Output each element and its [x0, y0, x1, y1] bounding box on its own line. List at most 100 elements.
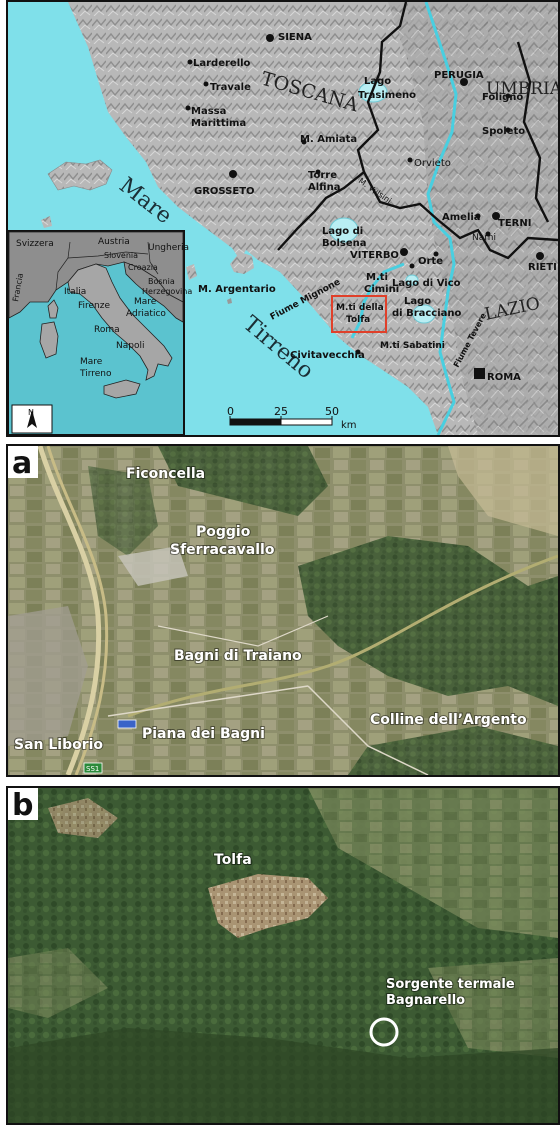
apennine-relief	[388, 2, 558, 435]
label-massa-1: Massa	[191, 106, 226, 117]
city-markers	[185, 34, 544, 355]
label-lago-bracciano-1: Lago	[404, 296, 431, 307]
scale-unit: km	[341, 420, 357, 431]
label-alfina: Alfina	[308, 182, 340, 193]
label-amiata: M. Amiata	[300, 134, 357, 145]
label-sorgente-2: Bagnarello	[386, 993, 465, 1008]
label-lago-bracciano-2: di Bracciano	[392, 308, 462, 319]
river-tevere	[424, 2, 458, 435]
label-tolfa: Tolfa	[214, 852, 252, 868]
inset-bosnia-1: Bosnia	[148, 277, 175, 286]
inset-austria: Austria	[98, 237, 130, 247]
label-massa-2: Marittima	[191, 118, 246, 129]
label-piana: Piana dei Bagni	[142, 726, 265, 742]
panel-letter-b: b	[12, 788, 33, 823]
island-elba	[47, 159, 113, 191]
label-sorgente-1: Sorgente termale	[386, 977, 515, 992]
label-tolfa-2: Tolfa	[346, 315, 370, 325]
inset-ungheria: Ungheria	[148, 243, 189, 253]
aerial-b-canvas: b Tolfa Sorgente termale Bagnarello	[8, 788, 558, 1123]
forest-patch	[348, 726, 558, 775]
inset-slovenia: Slovenia	[104, 251, 138, 260]
inset-napoli: Napoli	[116, 341, 144, 351]
study-area-box	[331, 295, 387, 333]
label-amelia: Amelia	[442, 212, 481, 223]
sea-label-tirreno: Tirreno	[238, 311, 318, 384]
label-rieti: RIETI	[528, 262, 557, 273]
label-lago-trasimeno-2: Trasimeno	[358, 90, 416, 101]
border-toscana-umbria	[277, 2, 408, 251]
road-sign-label: SS1	[86, 765, 99, 773]
river-mignone	[350, 262, 405, 339]
label-lago-bolsena-1: Lago di	[322, 226, 363, 237]
label-spoleto: Spoleto	[482, 126, 525, 137]
inset-italia: Italia	[64, 287, 86, 297]
lake-bolsena	[329, 217, 359, 243]
label-civitavecchia: Civitavecchia	[290, 350, 365, 361]
label-sabatini: M.ti Sabatini	[380, 341, 445, 351]
island-small-2	[227, 298, 232, 304]
label-perugia: PERUGIA	[434, 70, 484, 81]
aerial-photo-b: b Tolfa Sorgente termale Bagnarello	[6, 786, 560, 1125]
region-umbria: UMBRIA	[486, 79, 558, 99]
label-tolfa-1: M.ti della	[336, 303, 384, 313]
label-cimini-1: M.ti	[366, 272, 388, 283]
scale-tick-0: 0	[227, 405, 234, 418]
label-lago-bolsena-2: Bolsena	[322, 238, 367, 249]
location-map: TOSCANA UMBRIA LAZIO Mare Tirreno SIENA …	[6, 0, 560, 437]
scale-tick-25: 25	[274, 405, 288, 418]
label-argentario: M. Argentario	[198, 284, 276, 295]
inset-croazia: Croazia	[128, 263, 158, 272]
label-colline: Colline dell’Argento	[370, 712, 527, 728]
aerial-a-canvas: SS1 a Ficoncella Poggio Sferracavallo Ba…	[8, 446, 558, 775]
label-orte: Orte	[418, 256, 443, 267]
label-poggio-1: Poggio	[196, 524, 251, 540]
label-foligno: Foligno	[482, 92, 523, 103]
forest-patch	[88, 466, 158, 556]
label-cimini-2: Cimini	[364, 284, 399, 295]
scale-bar	[229, 416, 333, 426]
road-sign-blue	[117, 719, 137, 729]
label-bagni-traiano: Bagni di Traiano	[174, 648, 302, 664]
label-torre: Torre	[308, 170, 337, 181]
spring-marker	[369, 1017, 399, 1047]
inset-bosnia-2: Herzegovina	[142, 287, 192, 296]
label-siena: SIENA	[278, 32, 312, 43]
roma-marker	[474, 368, 485, 379]
island-giglio	[186, 264, 197, 280]
label-poggio-2: Sferracavallo	[170, 542, 275, 558]
town-tolfa	[208, 874, 328, 938]
label-terni: TERNI	[498, 218, 531, 229]
label-lago-vico: Lago di Vico	[392, 278, 461, 289]
forest-patch	[158, 446, 328, 516]
panel-letter-a: a	[12, 446, 32, 481]
road-sign	[83, 762, 103, 774]
border-east	[516, 41, 550, 223]
inset-svizzera: Svizzera	[16, 239, 54, 249]
forest-patch	[298, 536, 558, 706]
label-travale: Travale	[210, 82, 251, 93]
river	[127, 554, 558, 718]
lake-vico	[405, 274, 419, 286]
inset-map	[8, 230, 185, 435]
label-narni: Narni	[472, 233, 496, 243]
lake-bracciano	[412, 304, 436, 324]
label-san-liborio: San Liborio	[14, 737, 103, 753]
border-umbria-lazio	[362, 171, 558, 260]
label-roma: ROMA	[487, 372, 521, 383]
scale-tick-50: 50	[325, 405, 339, 418]
highway	[37, 446, 102, 775]
inset-mare-tirreno-1: Mare	[80, 357, 103, 367]
inset-mare-tirreno-2: Tirreno	[79, 369, 112, 379]
label-ficoncella: Ficoncella	[126, 466, 205, 482]
north-arrow-label: N	[28, 408, 34, 417]
argentario-promontory	[230, 252, 254, 274]
label-larderello: Larderello	[193, 58, 251, 69]
label-orvieto: Orvieto	[414, 158, 451, 169]
label-grosseto: GROSSETO	[194, 186, 255, 197]
map-canvas: TOSCANA UMBRIA LAZIO Mare Tirreno SIENA …	[8, 2, 558, 435]
label-viterbo: VITERBO	[350, 250, 399, 261]
inset-mare-adriatico-2: Adriatico	[126, 309, 166, 319]
inset-firenze: Firenze	[78, 301, 110, 311]
island-small-1	[41, 216, 52, 228]
